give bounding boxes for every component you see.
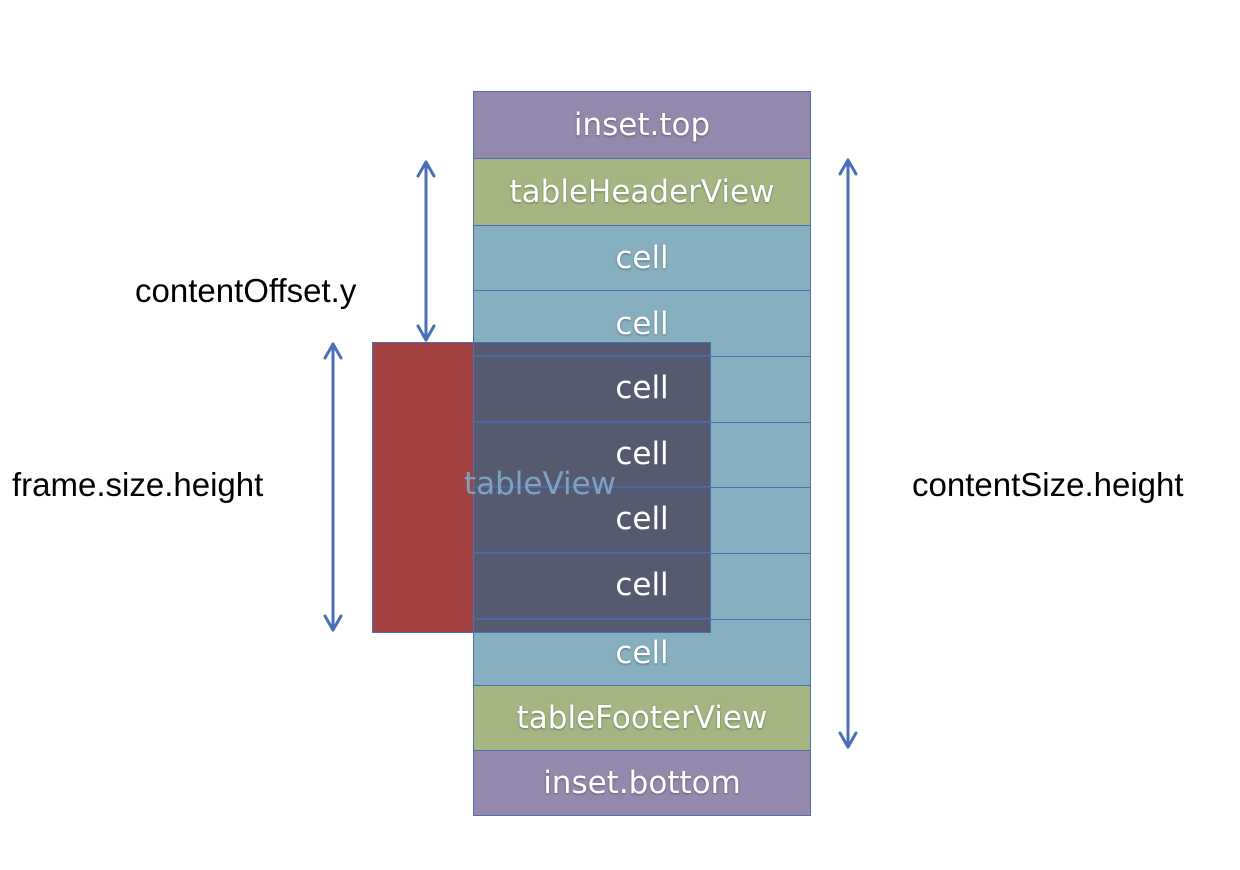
- frame-height-arrow: [323, 342, 343, 632]
- content-size-label: contentSize.height: [912, 466, 1184, 503]
- table-view-frame: [372, 342, 474, 633]
- inset-top-block: inset.top: [473, 91, 811, 159]
- content-size-arrow: [838, 158, 858, 749]
- inset-bottom-label: inset.bottom: [543, 765, 741, 801]
- content-offset-arrow: [416, 160, 436, 342]
- cell-label: cell: [615, 370, 669, 406]
- cell-label: cell: [615, 436, 669, 472]
- cell-label: cell: [615, 501, 669, 537]
- inset-bottom-block: inset.bottom: [473, 750, 811, 816]
- cell-label: cell: [615, 240, 669, 276]
- cell-label: cell: [615, 567, 669, 603]
- table-footer-view-block: tableFooterView: [473, 685, 811, 751]
- content-offset-label: contentOffset.y: [135, 272, 357, 309]
- table-view-label: tableView: [463, 466, 617, 502]
- cell-label: cell: [615, 634, 669, 671]
- inset-top-label: inset.top: [573, 107, 711, 143]
- cell-block: cell: [473, 225, 811, 291]
- table-header-view-label: tableHeaderView: [509, 174, 775, 210]
- table-footer-view-label: tableFooterView: [516, 700, 768, 736]
- frame-height-label: frame.size.height: [12, 466, 264, 503]
- cell-label: cell: [615, 305, 669, 342]
